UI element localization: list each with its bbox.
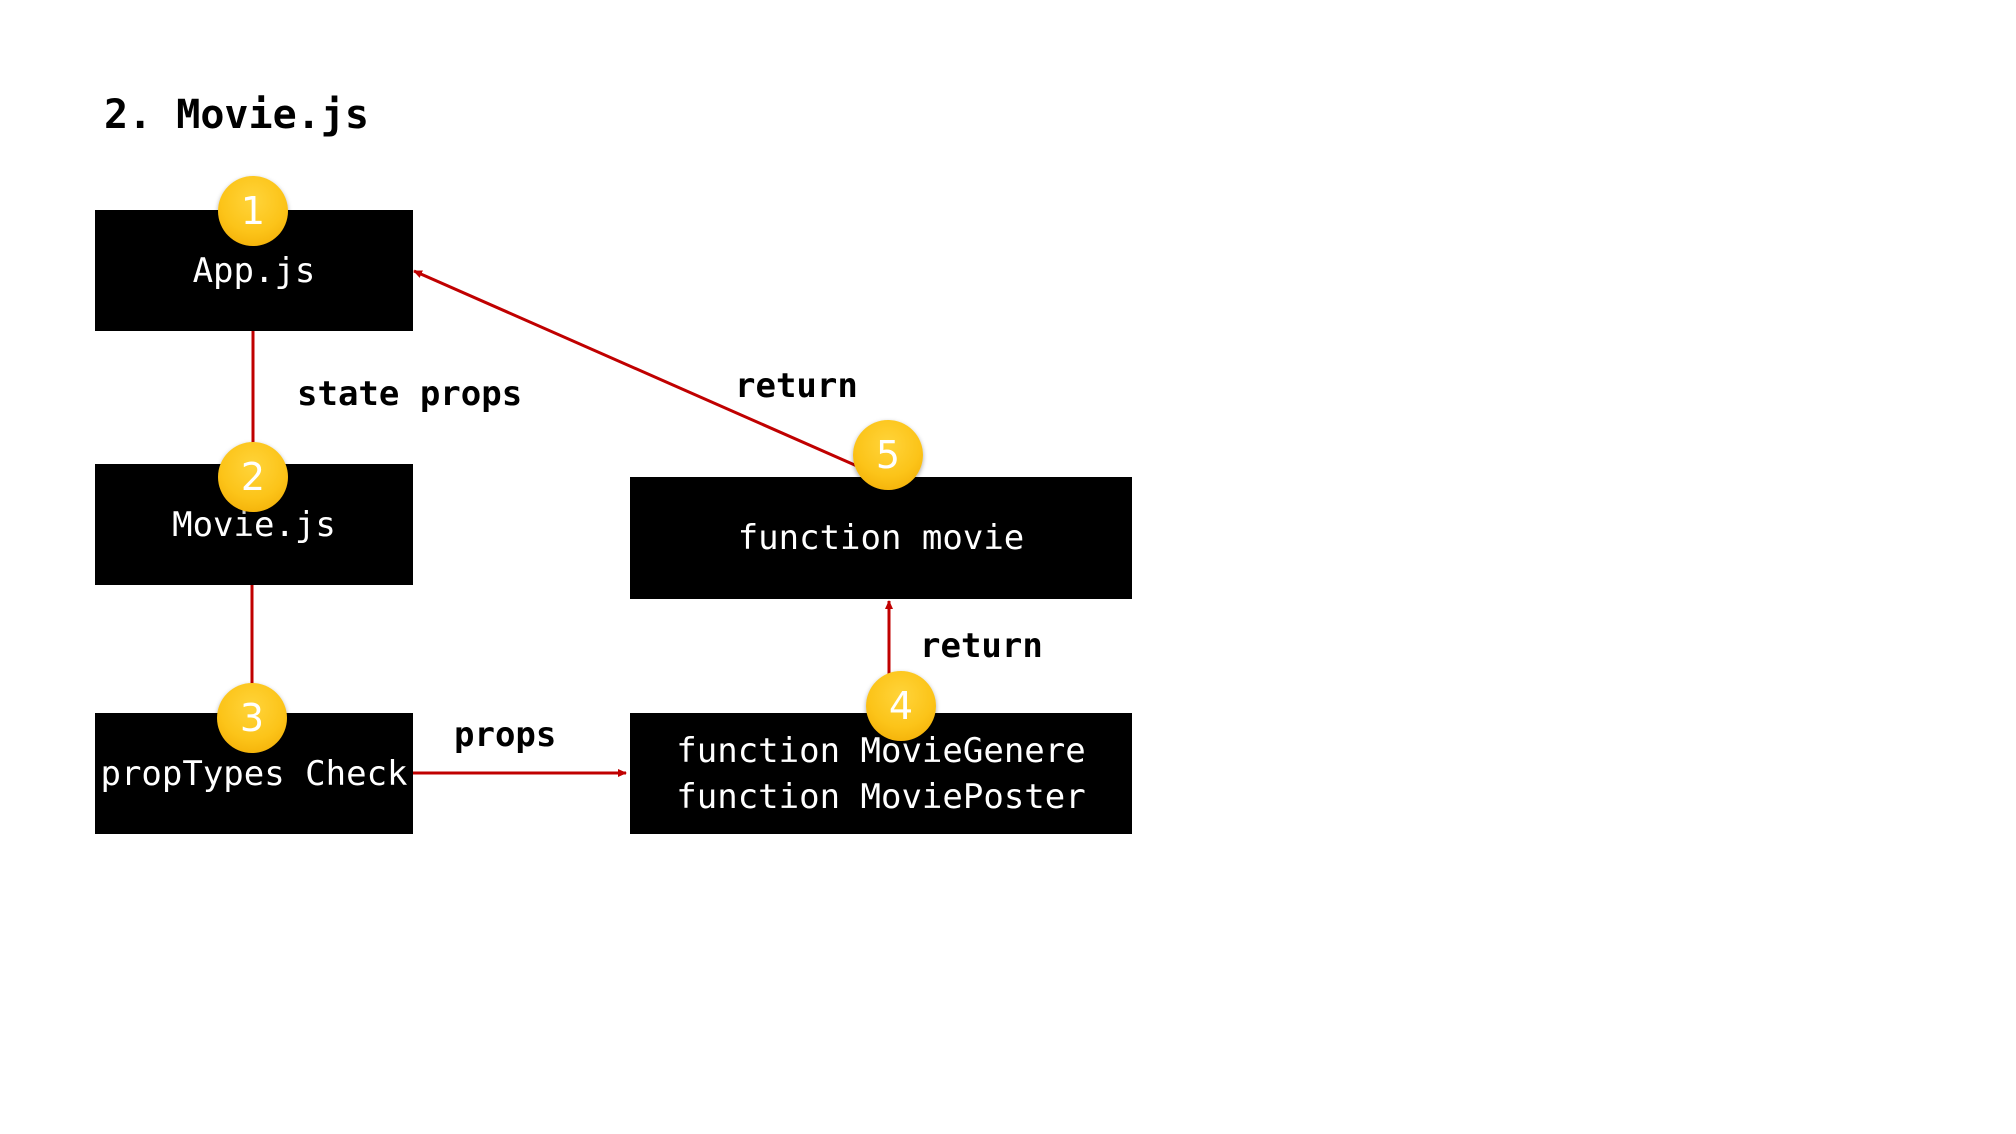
step-badge-3: 3 bbox=[217, 683, 287, 753]
step-badge-1: 1 bbox=[218, 176, 288, 246]
edge-label-return-upper: return bbox=[735, 366, 858, 406]
node-functions-line-2: function MoviePoster bbox=[676, 776, 1086, 817]
node-functions-line-1: function MovieGenere bbox=[676, 730, 1086, 771]
page-title: 2. Movie.js bbox=[104, 92, 369, 138]
step-badge-4: 4 bbox=[866, 671, 936, 741]
node-proptypes-check-label: propTypes Check bbox=[100, 753, 408, 794]
edge-label-return-lower: return bbox=[920, 626, 1043, 666]
node-function-movie: function movie bbox=[630, 477, 1132, 599]
step-badge-5: 5 bbox=[853, 420, 923, 490]
step-badge-2: 2 bbox=[218, 442, 288, 512]
edge-function-movie-to-app bbox=[413, 269, 858, 468]
edge-label-props: props bbox=[454, 715, 557, 755]
edge-label-state-props: state props bbox=[297, 374, 523, 414]
node-function-movie-label: function movie bbox=[737, 518, 1025, 558]
node-app-js-label: App.js bbox=[192, 250, 316, 291]
